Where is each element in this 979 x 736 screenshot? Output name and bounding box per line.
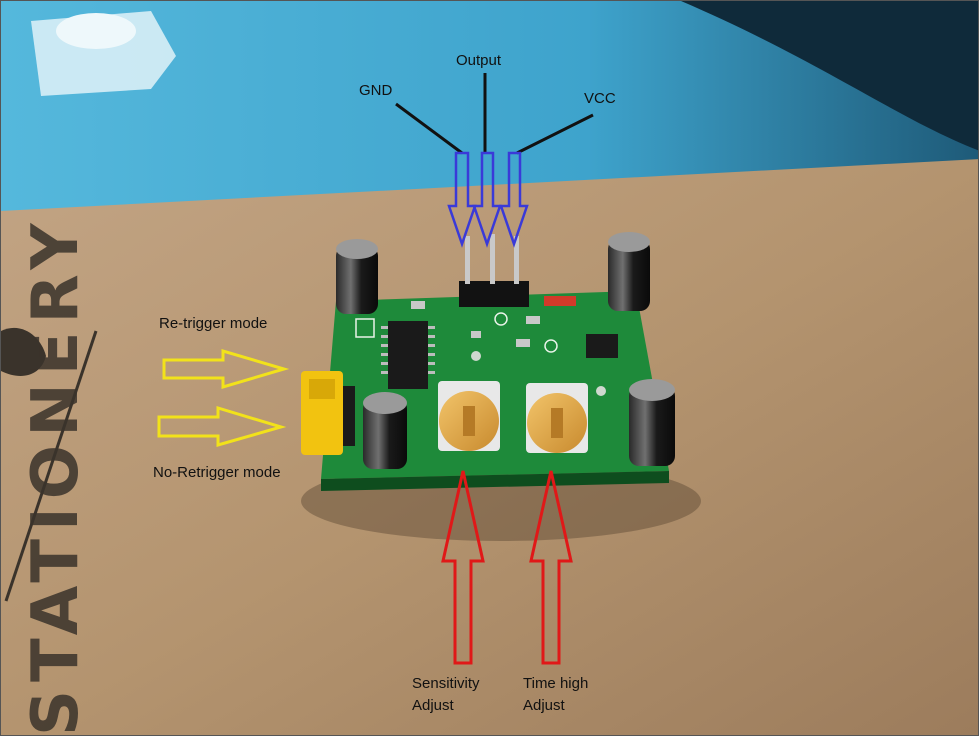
vcc-label: VCC — [584, 90, 616, 107]
dark-corner — [681, 1, 978, 151]
gnd-pointer-line — [395, 102, 463, 155]
pcb-edge — [321, 471, 669, 491]
vcc-pointer-line — [516, 113, 594, 155]
printed-logo — [1, 327, 46, 376]
capacitor-right — [608, 239, 650, 311]
printed-line — [4, 330, 98, 602]
voltage-regulator — [586, 334, 618, 358]
vcc-down-arrow-icon — [499, 151, 529, 248]
retrigger-right-arrow-icon — [162, 348, 290, 390]
no-retrigger-right-arrow-icon — [157, 405, 287, 447]
output-down-arrow-icon — [472, 151, 502, 248]
gnd-label: GND — [359, 82, 393, 99]
sensitivity-adjust-label: Sensitivity Adjust — [412, 673, 480, 717]
pin-header — [459, 281, 529, 307]
time-label-line1: Time high — [523, 675, 589, 692]
diode — [544, 296, 576, 306]
capacitor-bottom-left — [363, 399, 407, 469]
time-up-arrow-icon — [529, 470, 573, 665]
pin-vcc — [514, 236, 519, 284]
retrigger-mode-label: Re-trigger mode — [159, 315, 268, 332]
pin-gnd — [465, 236, 470, 284]
ic-chip — [388, 321, 428, 389]
sensitivity-label-line2: Adjust — [412, 697, 454, 714]
pir-dome-highlight — [56, 13, 136, 49]
sensitivity-up-arrow-icon — [441, 470, 485, 665]
background-print-text: STATIONERY — [19, 215, 93, 736]
no-retrigger-mode-label: No-Retrigger mode — [153, 464, 281, 481]
gnd-down-arrow-icon — [447, 151, 477, 248]
pin-output — [490, 234, 495, 284]
pcb-silkscreen — [355, 318, 375, 338]
time-label-line2: Adjust — [523, 697, 565, 714]
time-high-adjust-label: Time high Adjust — [523, 673, 588, 717]
capacitor-bottom-right — [629, 386, 675, 466]
output-label: Output — [456, 52, 502, 69]
capacitor-left — [336, 246, 378, 314]
sensitivity-label-line1: Sensitivity — [412, 675, 480, 692]
